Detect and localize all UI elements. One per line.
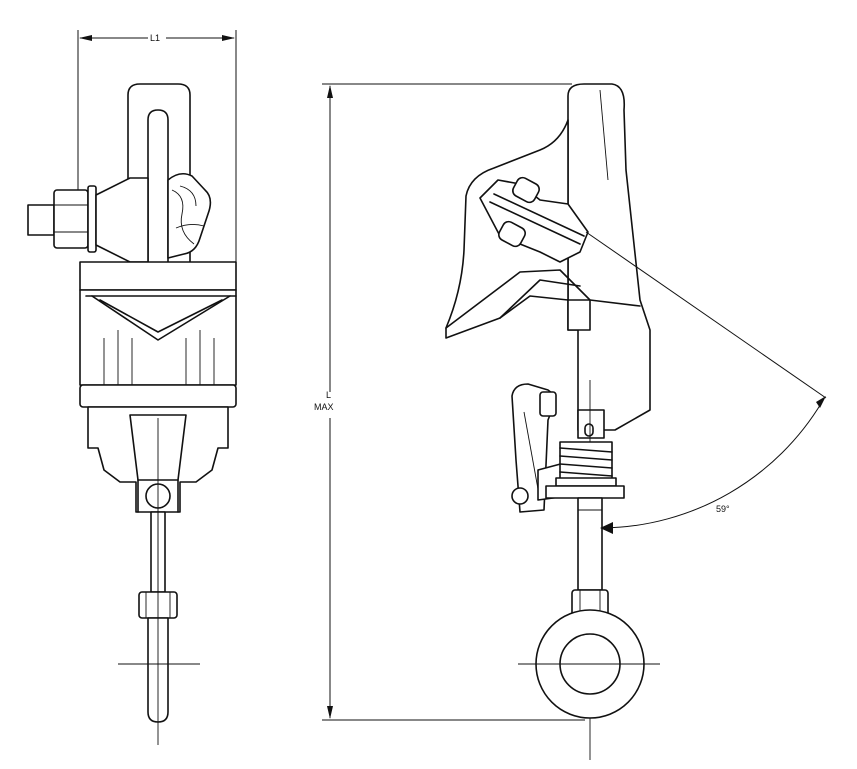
length-qualifier: MAX [314,402,334,412]
length-label: L [326,390,331,400]
length-dimension: L MAX [314,83,585,721]
angle-label: 59° [716,504,730,514]
width-label: L1 [150,33,160,43]
front-view: L1 [27,30,237,745]
side-view: L MAX [314,83,827,760]
spring [545,441,625,499]
angle-dimension: 59° [585,231,827,534]
width-dimension: L1 [77,30,237,265]
